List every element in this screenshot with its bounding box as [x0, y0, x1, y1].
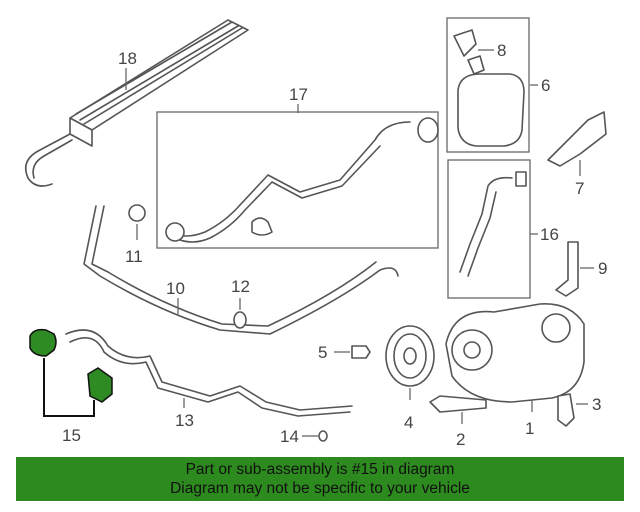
part-7-bracket[interactable]: [547, 111, 607, 167]
callout-7: 7: [575, 179, 584, 198]
callout-13: 13: [175, 411, 194, 430]
callout-10: 10: [166, 279, 185, 298]
part-10-pressure-line[interactable]: [83, 205, 399, 335]
callout-14: 14: [280, 427, 299, 446]
part-14-o-ring[interactable]: [318, 430, 328, 442]
banner-line-1: Part or sub-assembly is #15 in diagram: [185, 461, 455, 478]
part-11-o-ring[interactable]: [128, 204, 146, 222]
callout-1: 1: [525, 419, 534, 438]
callout-2: 2: [456, 430, 465, 449]
callout-16: 16: [540, 225, 559, 244]
callout-17: 17: [289, 85, 308, 104]
callout-18: 18: [118, 49, 137, 68]
info-banner: Part or sub-assembly is #15 in diagram D…: [16, 457, 624, 501]
part-12-o-ring[interactable]: [233, 311, 247, 329]
callout-9: 9: [598, 259, 607, 278]
part-17-hose-assembly-box: [156, 111, 439, 249]
part-18-oil-cooler[interactable]: [24, 19, 249, 187]
part-9-sensor[interactable]: [555, 241, 579, 297]
callout-3: 3: [592, 395, 601, 414]
part-4-pulley[interactable]: [385, 325, 435, 387]
part-2-bolt[interactable]: [429, 395, 487, 413]
banner-line-2: Diagram may not be specific to your vehi…: [170, 480, 470, 497]
callout-5: 5: [318, 343, 327, 362]
callout-12: 12: [231, 277, 250, 296]
part-13-return-line[interactable]: [65, 329, 353, 417]
callout-15: 15: [62, 426, 81, 445]
callout-6: 6: [541, 76, 550, 95]
callout-8: 8: [497, 41, 506, 60]
part-6-reservoir-box: [446, 17, 530, 153]
part-16-hose-box: [447, 159, 531, 299]
part-1-power-steering-pump[interactable]: [445, 303, 585, 403]
callout-4: 4: [404, 413, 413, 432]
part-15-clamp-highlighted[interactable]: [29, 328, 113, 403]
part-5-bolt[interactable]: [351, 345, 371, 359]
callout-11: 11: [125, 247, 143, 266]
part-3-fitting[interactable]: [557, 393, 575, 427]
